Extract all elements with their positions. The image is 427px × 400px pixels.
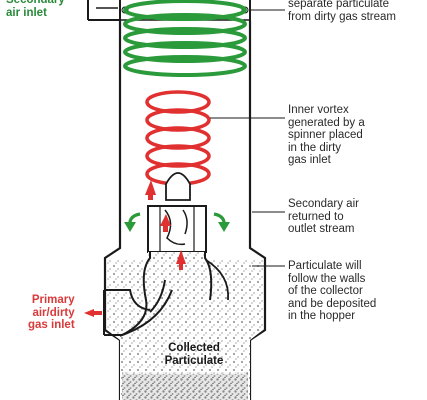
inner-tube [147,205,207,253]
dust-region [107,252,263,400]
particulate-follow-label: Particulate will follow the walls of the… [288,260,377,322]
secondary-inlet-duct [87,0,120,21]
primary-inlet-duct [103,279,173,336]
secondary-inlet-label: Secondary air inlet [6,0,65,19]
inner-vortex-red [145,90,211,186]
red-flow-arrows [84,180,186,317]
primary-inlet-label: Primary air/dirty gas inlet [28,294,75,331]
outer-vortex-green [123,0,247,77]
leader-lines [210,9,285,267]
spinner [165,172,191,201]
inner-cone [119,252,229,337]
collected-label: Collected Particulate [164,342,224,367]
secondary-return-label: Secondary air returned to outlet stream [288,198,359,235]
separate-label: separate particulate from dirty gas stre… [288,0,396,23]
inner-vortex-label: Inner vortex generated by a spinner plac… [288,104,365,166]
green-arrow-heads [124,222,230,232]
